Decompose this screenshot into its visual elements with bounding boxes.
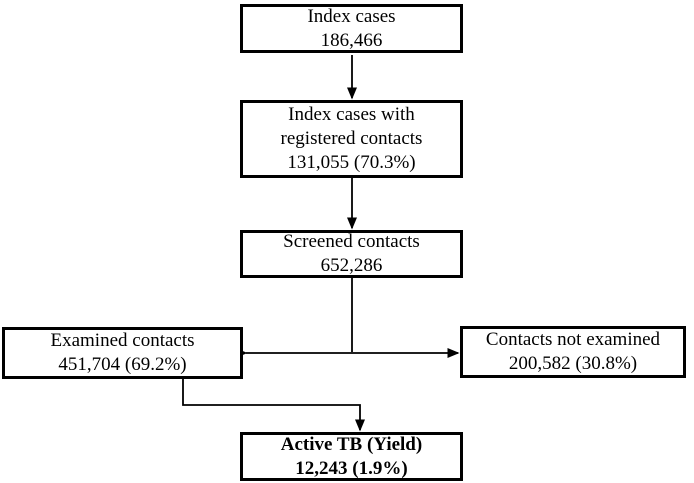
contacts-not-examined-box: Contacts not examined 200,582 (30.8%) bbox=[460, 326, 686, 378]
contacts-not-examined-value: 200,582 (30.8%) bbox=[508, 353, 638, 374]
active-tb-yield-box: Active TB (Yield) 12,243 (1.9%) bbox=[240, 432, 463, 481]
arrow-examined-to-activetb bbox=[182, 379, 365, 432]
registered-contacts-label-line2: registered contacts bbox=[280, 128, 423, 149]
screened-contacts-box: Screened contacts 652,286 bbox=[240, 230, 463, 278]
registered-contacts-value: 131,055 (70.3%) bbox=[287, 152, 416, 173]
index-cases-label: Index cases bbox=[307, 5, 396, 27]
index-cases-value: 186,466 bbox=[320, 29, 383, 51]
examined-contacts-box: Examined contacts 451,704 (69.2%) bbox=[2, 327, 243, 379]
registered-contacts-label-line1: Index cases with bbox=[288, 104, 415, 125]
screened-contacts-label: Screened contacts bbox=[283, 231, 420, 252]
index-cases-box: Index cases 186,466 bbox=[240, 4, 463, 53]
examined-contacts-label: Examined contacts bbox=[50, 330, 195, 351]
active-tb-yield-label: Active TB (Yield) bbox=[280, 433, 423, 455]
registered-contacts-box: Index cases with registered contacts 131… bbox=[240, 100, 463, 178]
examined-contacts-value: 451,704 (69.2%) bbox=[58, 354, 187, 375]
screened-contacts-value: 652,286 bbox=[320, 255, 383, 276]
contacts-not-examined-label: Contacts not examined bbox=[485, 329, 661, 350]
active-tb-yield-value: 12,243 (1.9%) bbox=[295, 457, 408, 479]
